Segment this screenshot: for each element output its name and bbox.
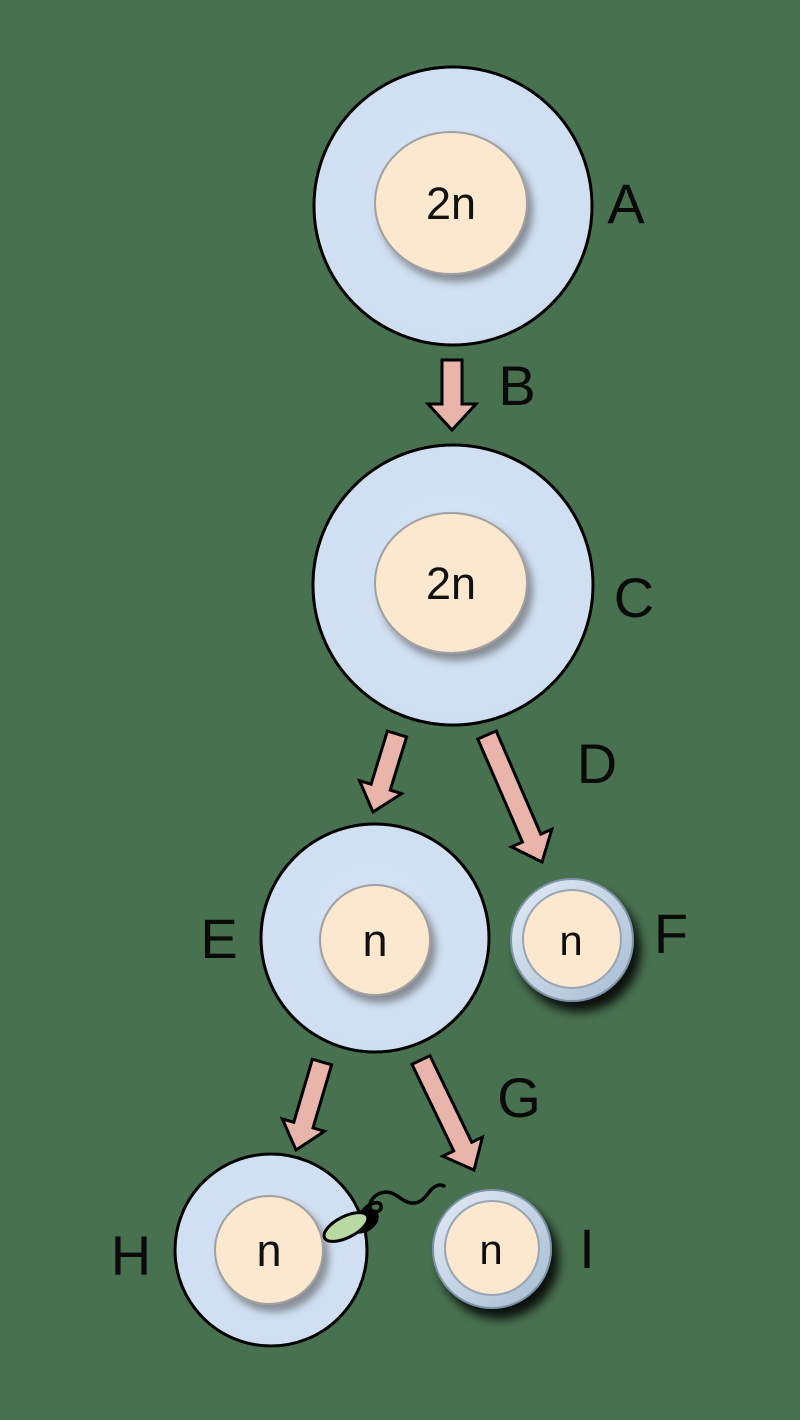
sperm-tail [358, 1183, 446, 1218]
cell-e-nucleus [319, 884, 431, 996]
label-i: I [579, 1217, 595, 1280]
cell-c: 2n [311, 443, 595, 727]
cell-h: n [173, 1152, 369, 1348]
arrow-b [424, 358, 480, 433]
label-b: B [498, 354, 535, 417]
cell-a-ploidy: 2n [426, 178, 476, 229]
cell-e: n [259, 822, 491, 1054]
arrow-g-right [409, 1053, 485, 1173]
cell-i: n [432, 1189, 552, 1309]
cell-f-ploidy: n [559, 917, 582, 964]
label-c: C [614, 566, 654, 629]
cell-a-nucleus [374, 131, 528, 275]
sperm-head [322, 1211, 370, 1243]
label-e: E [200, 907, 237, 970]
arrow-g-left [279, 1057, 334, 1153]
cell-c-nucleus [374, 512, 528, 654]
cell-a: 2n [312, 65, 594, 347]
cell-i-ploidy: n [479, 1226, 502, 1273]
cell-h-nucleus [214, 1195, 324, 1305]
cell-e-ploidy: n [362, 915, 387, 966]
label-h: H [111, 1224, 151, 1287]
cell-f-nucleus [522, 889, 622, 989]
label-a: A [607, 172, 645, 235]
cell-i-nucleus [444, 1200, 540, 1296]
cell-c-ploidy: 2n [426, 558, 476, 609]
sperm-icon [322, 1183, 446, 1243]
cell-h-ploidy: n [256, 1225, 281, 1276]
label-f: F [654, 902, 688, 965]
label-d: D [577, 732, 617, 795]
cell-f: n [510, 878, 634, 1002]
arrow-d-right [475, 729, 555, 865]
arrow-d-left [356, 729, 409, 815]
label-g: G [497, 1066, 541, 1129]
